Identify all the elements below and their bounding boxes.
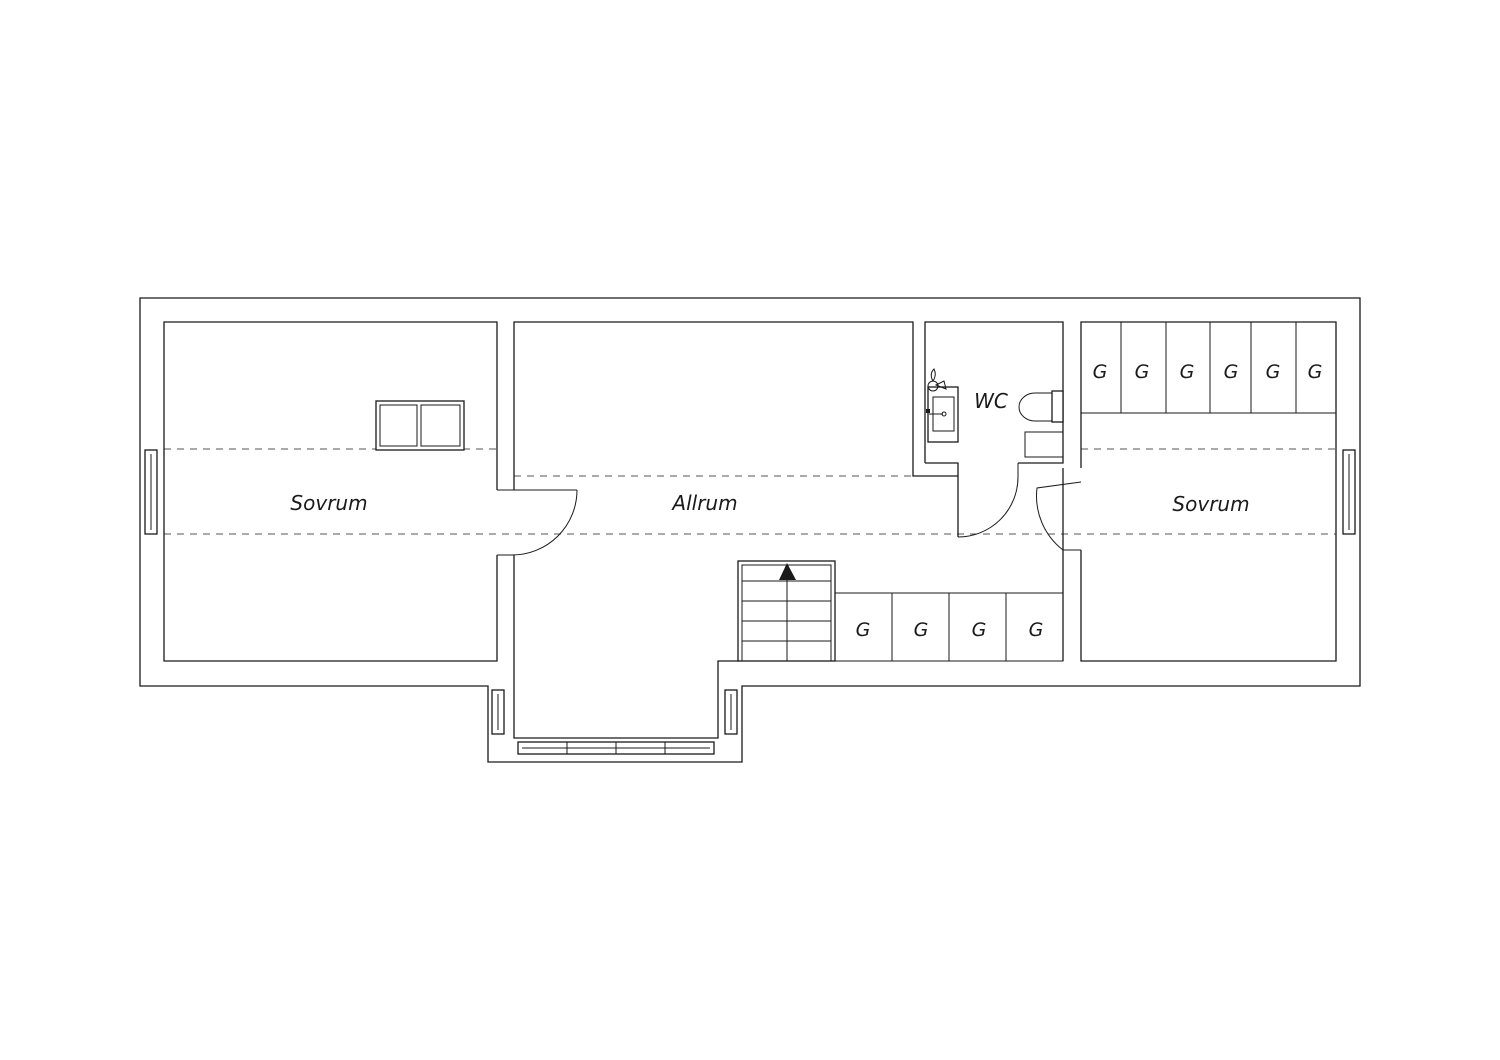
stair-arrow-icon [779,563,796,580]
storage-bottom: G G G G [834,592,1064,662]
bay-window-right [724,689,738,735]
sink-icon [926,386,959,443]
storage-label-top-2: G [1135,361,1150,383]
storage-label-top-5: G [1266,361,1281,383]
storage-label-top-6: G [1308,361,1323,383]
allrum-walls [513,321,958,739]
skylight [375,400,465,451]
staircase [737,560,836,662]
storage-label-bottom-3: G [972,619,987,641]
storage-label-top-1: G [1093,361,1108,383]
shelf-icon [1024,431,1064,458]
storage-label-bottom-1: G [856,619,871,641]
plant-icon [927,368,947,392]
toilet-icon [1018,390,1064,423]
wc-walls [924,321,1064,537]
room-label-allrum: Allrum [670,491,737,515]
bay-window-bottom [517,741,715,755]
storage-label-bottom-2: G [914,619,929,641]
sovrum-right-door [1036,481,1082,551]
room-label-wc: WC [974,389,1008,413]
window-left [144,449,158,535]
sovrum-left-walls [163,321,498,662]
storage-label-bottom-4: G [1029,619,1044,641]
storage-label-top-4: G [1224,361,1239,383]
storage-label-top-3: G [1180,361,1195,383]
window-right [1342,449,1356,535]
sovrum-right-walls [1080,321,1337,662]
room-label-sovrum-right: Sovrum [1172,492,1249,516]
room-label-sovrum-left: Sovrum [290,491,367,515]
storage-top: G G G G G G [1081,322,1336,414]
wc-door [957,463,1019,538]
bay-window-left [491,689,505,735]
sovrum-left-door [497,489,578,556]
outer-wall [139,297,1361,763]
